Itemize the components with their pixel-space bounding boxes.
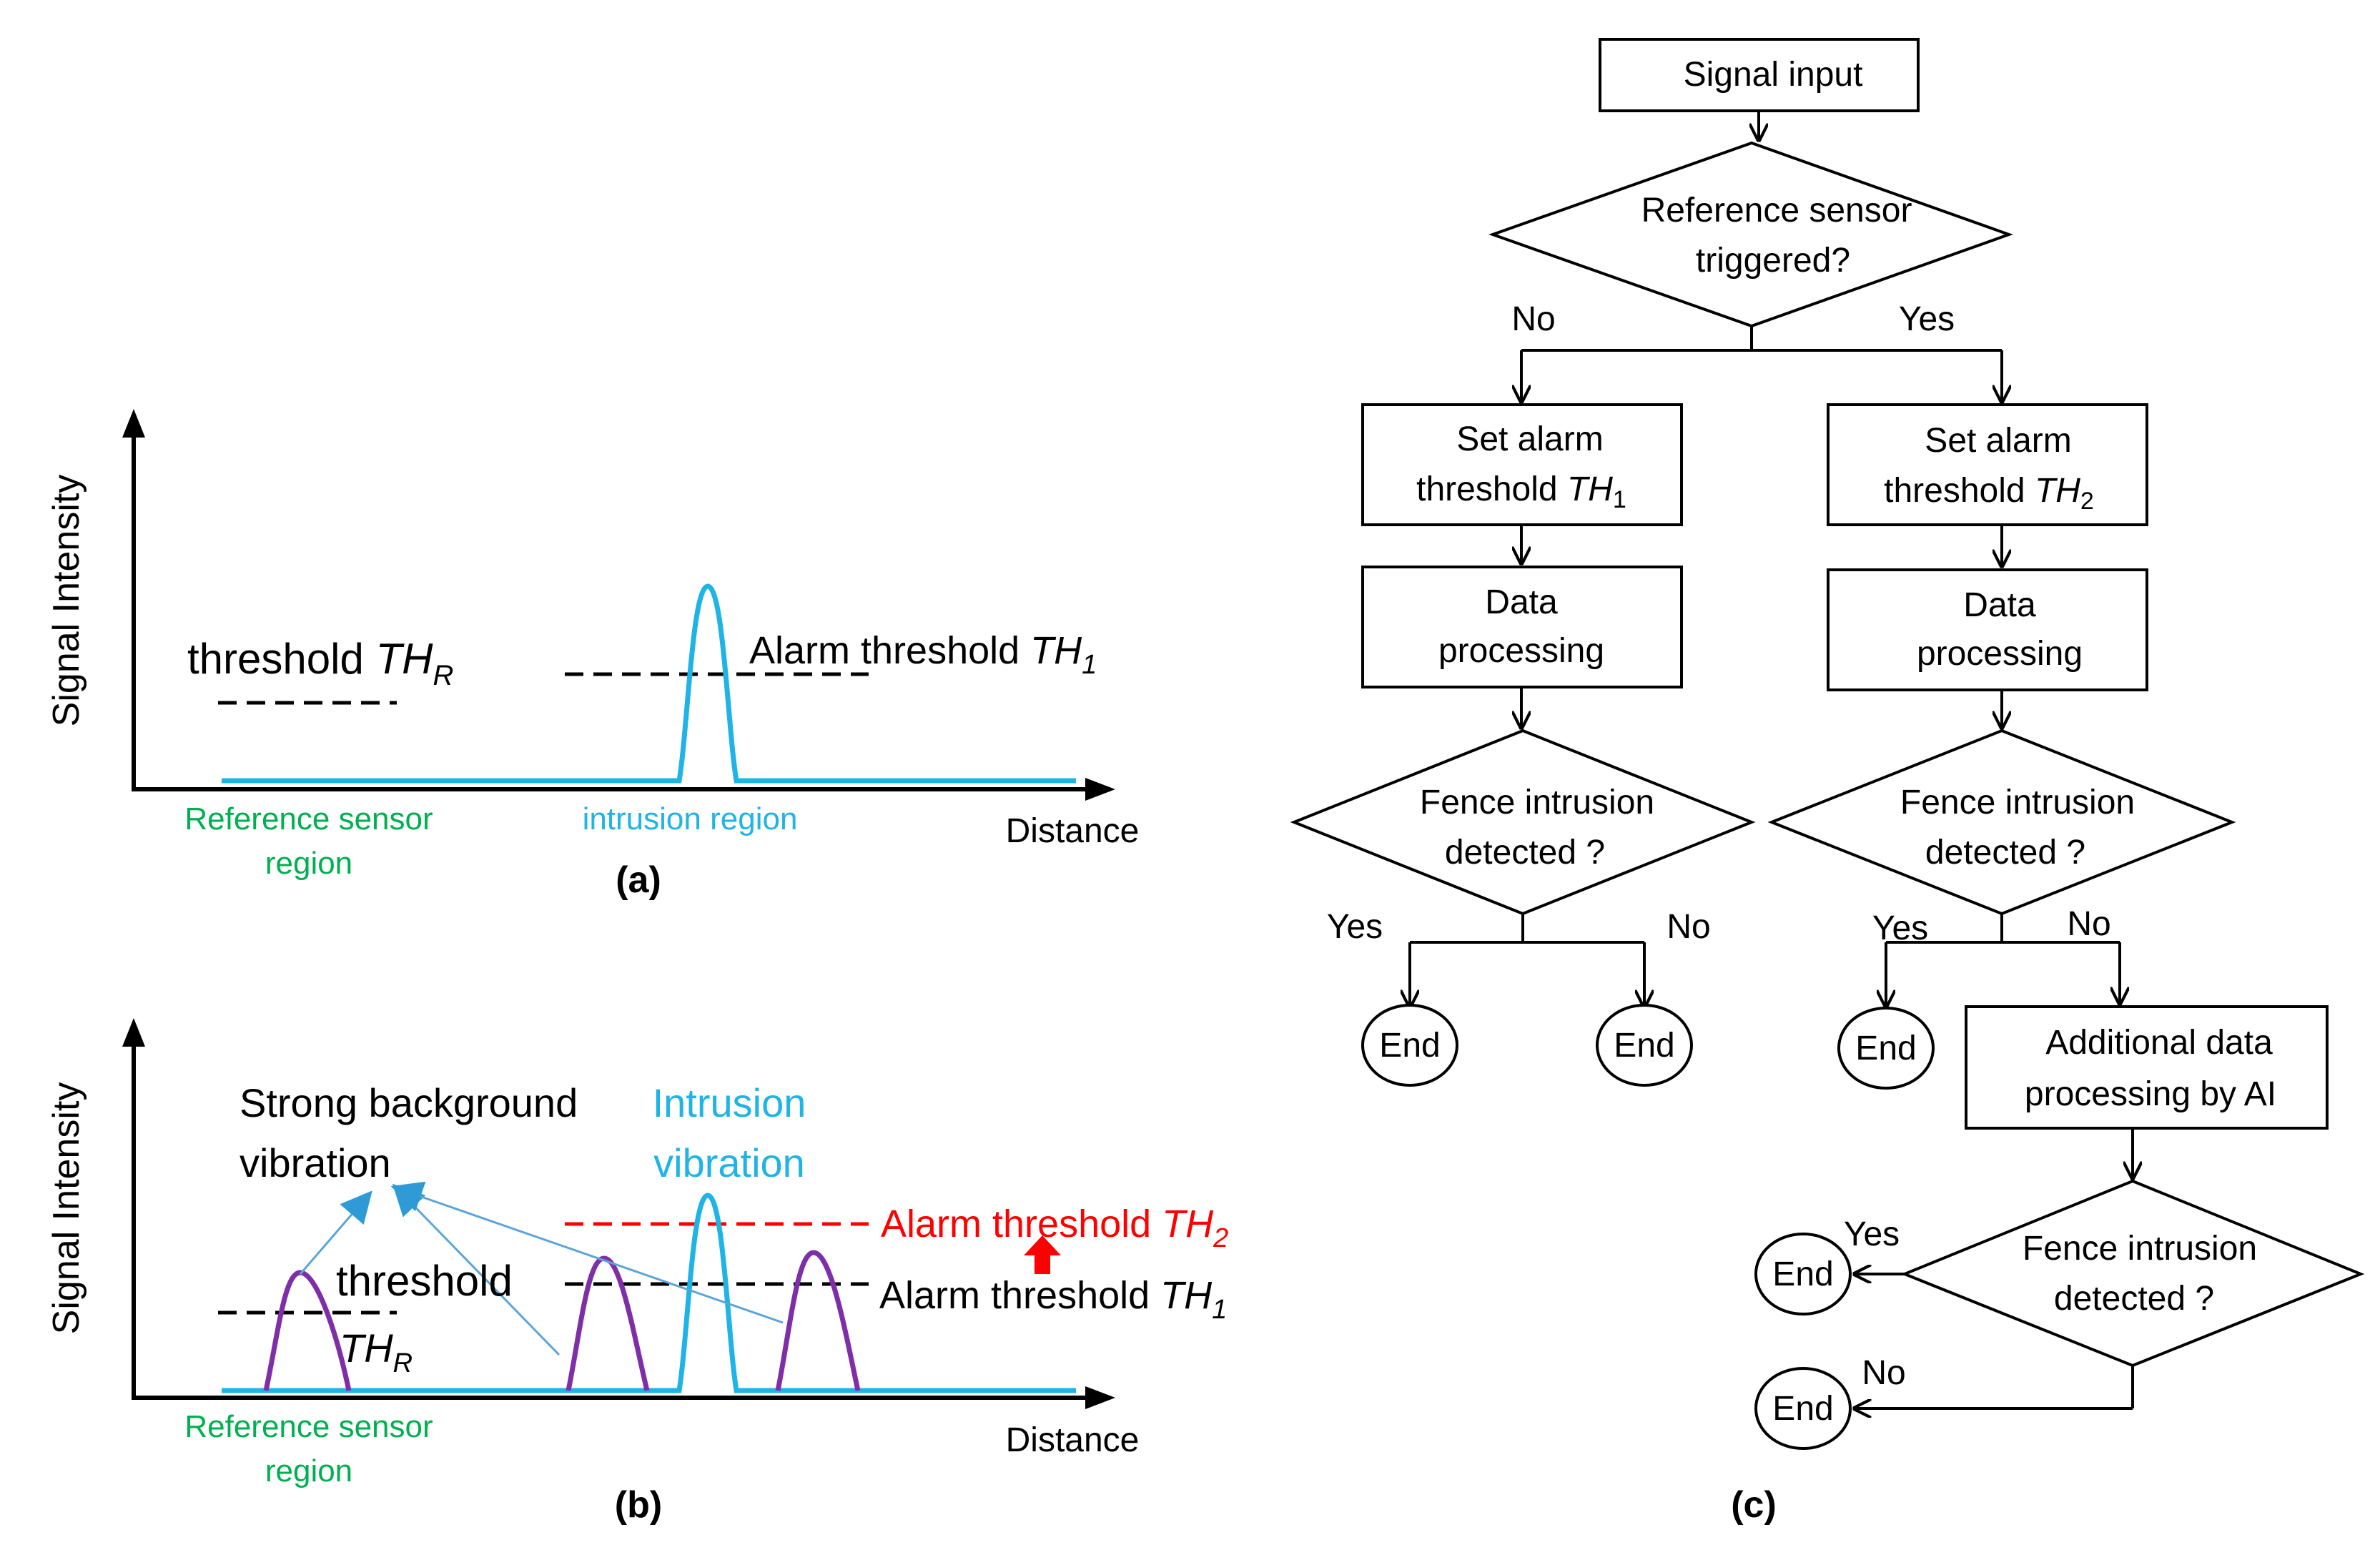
fc-data-left-label-1: Data — [1485, 583, 1558, 621]
panel-a-ref-region-label-2: region — [265, 846, 352, 881]
fc-end-final-yes-label: End — [1772, 1255, 1833, 1293]
panel-b-pointer-arrow-1 — [299, 1190, 372, 1275]
fc-end-final-no-circle — [1754, 1367, 1852, 1450]
panel-b: Signal Intensity Distance Strong backgro… — [46, 1018, 1228, 1526]
fc-fence-right-label-1: Fence intrusion — [1900, 784, 2135, 821]
fc-set-th2-label-2: threshold TH2 — [1884, 472, 2094, 515]
panel-b-caption: (b) — [615, 1484, 662, 1526]
fc-end-final-no-label: End — [1772, 1390, 1833, 1428]
panel-b-alarm-th2-label: Alarm threshold TH2 — [881, 1203, 1228, 1253]
panel-b-threshold-label: threshold — [336, 1257, 513, 1305]
panel-a-y-axis-head — [122, 409, 145, 438]
panel-a-x-axis-head — [1085, 778, 1115, 801]
panel-b-y-label: Signal Intensity — [46, 1082, 87, 1335]
panel-a-signal-trace — [222, 583, 1076, 784]
panel-b-alarm-th1-label: Alarm threshold TH1 — [879, 1274, 1227, 1325]
panel-b-strong-bg-label-2: vibration — [240, 1140, 391, 1185]
panel-b-bg-vibration-2 — [566, 1255, 650, 1391]
panel-b-signal-trace — [222, 1193, 1076, 1393]
fc-ref-no-label: No — [1511, 300, 1555, 338]
panel-b-ref-region-label-2: region — [265, 1453, 352, 1489]
fc-fence-final-label-2: detected ? — [2054, 1280, 2214, 1318]
fc-set-th1-label-2: threshold TH1 — [1416, 470, 1626, 513]
fc-end-left-yes-circle — [1361, 1004, 1458, 1087]
fc-end-right-yes-circle — [1837, 1007, 1935, 1090]
panel-b-pointer-arrow-2 — [392, 1183, 561, 1356]
fc-ref-triggered-diamond — [1488, 141, 2013, 328]
panel-a-intrusion-region-label: intrusion region — [583, 801, 798, 836]
fc-ref-yes-label: Yes — [1899, 300, 1955, 338]
panel-b-x-label: Distance — [1006, 1421, 1140, 1459]
panel-b-y-axis-head — [122, 1018, 145, 1047]
fc-left-no-label: No — [1667, 908, 1710, 946]
fc-ref-triggered-label-1: Reference sensor — [1641, 192, 1912, 229]
fc-end-final-yes-circle — [1754, 1233, 1852, 1315]
fc-set-th1-box — [1361, 403, 1683, 526]
fc-set-th2box — [1827, 403, 2148, 526]
panel-a-y-label: Signal Intensity — [46, 475, 87, 727]
panel-c-text: Signal input Reference sensor triggered?… — [1327, 56, 2276, 1526]
fc-set-th2-label-1: Set alarm — [1925, 422, 2071, 460]
panel-a: Signal Intensity Distance threshold THR … — [46, 409, 1139, 901]
panel-b-strong-bg-label-1: Strong background — [240, 1080, 578, 1125]
fc-signal-input-label: Signal input — [1684, 56, 1863, 94]
panel-a-x-label: Distance — [1006, 812, 1140, 850]
panel-a-ref-region-label: Reference sensor — [184, 801, 433, 836]
fc-end-left-no-circle — [1596, 1004, 1693, 1087]
fc-fence-right-diamond — [1767, 729, 2236, 916]
fc-fence-final-diamond — [1900, 1179, 2365, 1368]
panel-b-bg-vibration-3 — [775, 1250, 861, 1391]
panel-b-red-up-arrow — [1024, 1235, 1061, 1274]
panel-c — [1290, 38, 2365, 1450]
fc-right-yes-label: Yes — [1872, 909, 1928, 947]
fc-ai-label-2: processing by AI — [2025, 1075, 2276, 1113]
fc-fence-left-diamond — [1290, 729, 1756, 916]
panel-b-intrusion-label-2: vibration — [653, 1140, 805, 1185]
panel-b-pointer-arrow-3 — [390, 1181, 784, 1324]
fc-end-right-yes-label: End — [1855, 1030, 1916, 1067]
panel-a-alarm-label: Alarm threshold TH1 — [749, 629, 1097, 680]
fc-final-no-label: No — [1862, 1354, 1905, 1392]
fc-data-right-label-2: processing — [1917, 635, 2083, 673]
fc-final-yes-label: Yes — [1844, 1215, 1900, 1253]
fc-data-processing-left-box — [1361, 566, 1683, 688]
fc-right-no-label: No — [2067, 905, 2110, 943]
panel-a-threshold-label: threshold THR — [187, 635, 453, 691]
panel-b-x-axis-head — [1085, 1386, 1115, 1409]
panel-b-intrusion-label-1: Intrusion — [653, 1080, 806, 1125]
fc-fence-left-label-2: detected ? — [1445, 834, 1605, 872]
panel-c-caption: (c) — [1731, 1484, 1777, 1526]
fc-fence-right-label-2: detected ? — [1925, 834, 2085, 872]
fc-data-right-label-1: Data — [1963, 586, 2036, 624]
fc-left-yes-label: Yes — [1327, 908, 1383, 946]
fc-ai-processing-box — [1965, 1005, 2329, 1130]
fc-end-left-no-label: End — [1614, 1027, 1674, 1065]
panel-b-threshold-r-var: THR — [340, 1325, 413, 1378]
fc-data-processing-right-box — [1827, 568, 2148, 691]
fc-fence-final-label-1: Fence intrusion — [2023, 1230, 2257, 1268]
fc-ref-triggered-label-2: triggered? — [1696, 242, 1850, 280]
fc-data-left-label-2: processing — [1438, 632, 1604, 670]
fc-fence-left-label-1: Fence intrusion — [1420, 784, 1654, 821]
panel-a-caption: (a) — [616, 859, 661, 901]
fc-ai-label-1: Additional data — [2045, 1024, 2273, 1062]
fc-end-left-yes-label: End — [1379, 1027, 1440, 1065]
fc-set-th1-label-1: Set alarm — [1456, 420, 1603, 458]
panel-b-ref-region-label: Reference sensor — [184, 1409, 433, 1444]
